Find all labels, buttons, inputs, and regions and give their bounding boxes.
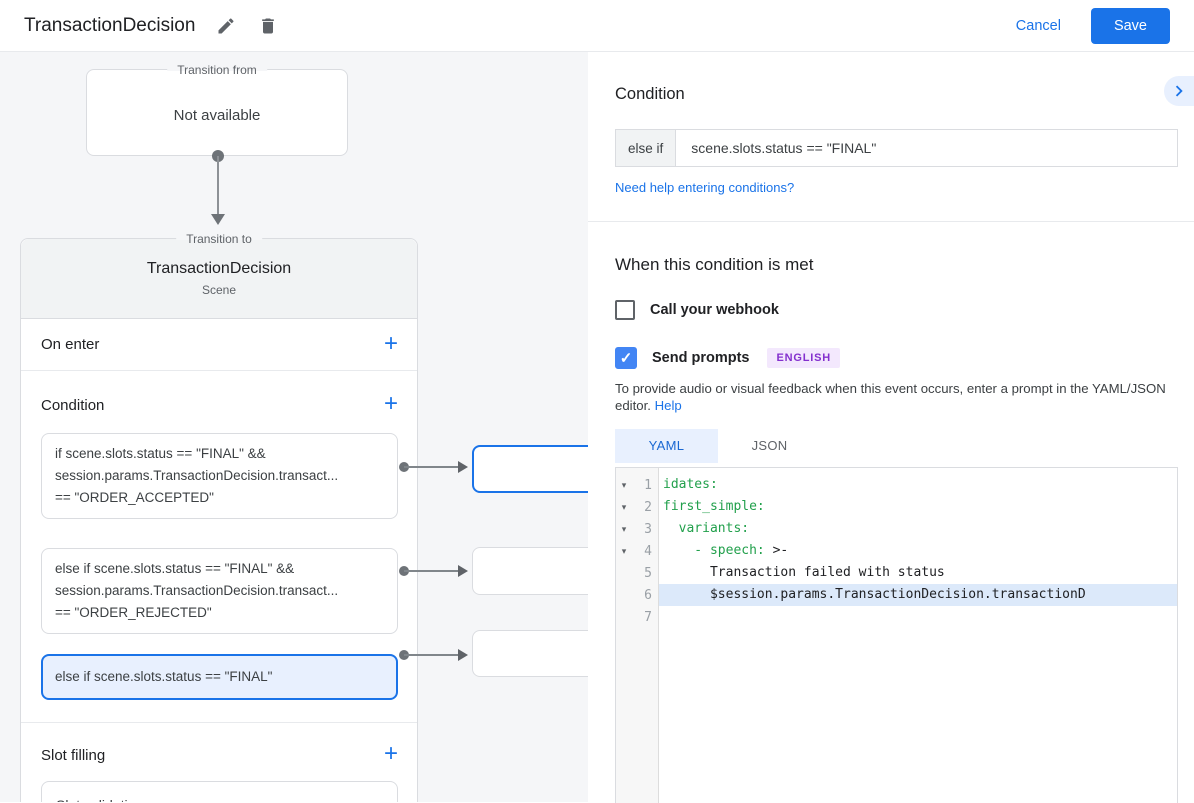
- editor-content[interactable]: idates: first_simple: variants: - speech…: [659, 468, 1177, 803]
- condition-text-line: else if scene.slots.status == "FINAL" &&: [55, 561, 295, 576]
- collapse-panel-button[interactable]: [1164, 76, 1194, 106]
- condition-text-line: session.params.TransactionDecision.trans…: [55, 468, 339, 483]
- line-number: 1: [644, 477, 652, 493]
- cancel-button[interactable]: Cancel: [1015, 17, 1061, 34]
- editor-tabs: YAML JSON: [615, 429, 1194, 463]
- top-bar: TransactionDecision Cancel Save: [0, 0, 1194, 52]
- target-scene-box-2[interactable]: [472, 547, 588, 595]
- delete-scene-button[interactable]: [257, 15, 279, 37]
- code-line-highlighted: $session.params.TransactionDecision.tran…: [659, 584, 1177, 606]
- line-number: 7: [644, 609, 652, 625]
- add-condition-button[interactable]: +: [383, 390, 398, 417]
- line-number: 6: [644, 587, 652, 603]
- target-scene-box-1[interactable]: [472, 445, 588, 493]
- scene-card-header: TransactionDecision Scene: [21, 239, 417, 319]
- checkmark-icon: ✓: [619, 350, 633, 367]
- topbar-actions: Cancel Save: [1015, 7, 1170, 44]
- connector-line: [217, 156, 219, 216]
- call-webhook-label[interactable]: Call your webhook: [650, 302, 779, 318]
- card-divider: [21, 722, 417, 723]
- fold-arrow-icon[interactable]: ▾: [621, 501, 627, 512]
- tab-json[interactable]: JSON: [751, 438, 788, 453]
- page-title: TransactionDecision: [24, 14, 196, 36]
- code-line: first_simple:: [663, 499, 765, 514]
- add-on-enter-button[interactable]: +: [383, 329, 398, 357]
- scene-flow-diagram: Transition from Not available Transition…: [0, 52, 588, 802]
- help-link[interactable]: Help: [654, 398, 682, 413]
- transition-from-label: Transition from: [167, 62, 267, 78]
- send-prompts-label[interactable]: Send prompts: [652, 350, 750, 366]
- condition-expression-input[interactable]: [676, 129, 1178, 167]
- main-area: Transition from Not available Transition…: [0, 52, 1194, 803]
- line-number: 4: [644, 543, 652, 559]
- condition-item-order-rejected[interactable]: else if scene.slots.status == "FINAL" &&…: [41, 548, 398, 634]
- condition-item-order-accepted[interactable]: if scene.slots.status == "FINAL" && sess…: [41, 433, 398, 519]
- condition-text-line: == "ORDER_REJECTED": [55, 605, 212, 620]
- slot-validation-item[interactable]: Slot validation: [41, 781, 398, 802]
- call-webhook-checkbox[interactable]: [615, 300, 635, 320]
- when-condition-met-heading: When this condition is met: [615, 255, 814, 274]
- arrow-down-icon: [211, 214, 225, 225]
- code-line: idates:: [663, 477, 718, 492]
- add-slot-button[interactable]: +: [383, 740, 398, 767]
- condition-detail-panel: Condition else if Need help entering con…: [588, 52, 1194, 803]
- slot-validation-label: Slot validation: [56, 797, 143, 803]
- code-line: Transaction failed with status: [663, 565, 945, 580]
- yaml-code-editor[interactable]: ▾ 1 ▾ 2 ▾ 3 ▾ 4 5 6 7 idates: first_simple: …: [615, 467, 1178, 803]
- send-prompts-checkbox[interactable]: ✓: [615, 347, 637, 369]
- code-line: variants:: [663, 521, 750, 536]
- connector-line: [404, 570, 460, 572]
- send-prompts-row: ✓ Send prompts ENGLISH: [615, 347, 1178, 369]
- prompt-description: To provide audio or visual feedback when…: [615, 380, 1178, 414]
- pencil-icon: [218, 17, 234, 33]
- arrow-right-icon: [458, 565, 468, 577]
- panel-title: Condition: [615, 85, 685, 103]
- edit-title-button[interactable]: [215, 15, 237, 37]
- save-button[interactable]: Save: [1090, 7, 1170, 44]
- condition-item-final-selected[interactable]: else if scene.slots.status == "FINAL": [41, 654, 398, 700]
- tab-yaml[interactable]: YAML: [615, 429, 718, 463]
- editor-gutter: ▾ 1 ▾ 2 ▾ 3 ▾ 4 5 6 7: [616, 468, 659, 803]
- transition-from-box: Transition from Not available: [86, 62, 348, 156]
- language-badge: ENGLISH: [767, 348, 840, 368]
- target-scene-box-3[interactable]: [472, 630, 588, 677]
- on-enter-row: On enter +: [21, 319, 417, 371]
- condition-help-link[interactable]: Need help entering conditions?: [615, 180, 795, 195]
- code-line: - speech: >-: [663, 543, 789, 558]
- line-number: 3: [644, 521, 652, 537]
- arrow-right-icon: [458, 649, 468, 661]
- on-enter-label: On enter: [41, 336, 100, 353]
- slot-filling-label: Slot filling: [41, 746, 106, 764]
- webhook-row: Call your webhook: [615, 300, 1178, 320]
- condition-expression-row: else if: [615, 129, 1178, 167]
- arrow-right-icon: [458, 461, 468, 473]
- condition-text-line: else if scene.slots.status == "FINAL": [55, 669, 273, 684]
- condition-section-label: Condition: [41, 396, 105, 414]
- condition-text-line: == "ORDER_ACCEPTED": [55, 490, 214, 505]
- line-number: 5: [644, 565, 652, 581]
- scene-name: TransactionDecision: [146, 260, 292, 277]
- condition-prefix: else if: [615, 129, 677, 167]
- fold-arrow-icon[interactable]: ▾: [621, 479, 627, 490]
- condition-text-line: if scene.slots.status == "FINAL" &&: [55, 446, 266, 461]
- panel-divider: [588, 221, 1194, 222]
- transition-from-value: Not available: [173, 107, 261, 124]
- connector-line: [404, 654, 460, 656]
- line-number: 2: [644, 499, 652, 515]
- transition-to-label: Transition to: [176, 231, 262, 247]
- prompt-description-text: To provide audio or visual feedback when…: [615, 381, 1166, 413]
- scene-type: Scene: [201, 283, 237, 297]
- chevron-right-icon: [1175, 85, 1183, 97]
- fold-arrow-icon[interactable]: ▾: [621, 545, 627, 556]
- slot-filling-section-head: Slot filling +: [21, 741, 417, 769]
- trash-icon: [262, 18, 275, 33]
- condition-text-line: session.params.TransactionDecision.trans…: [55, 583, 339, 598]
- code-line: [659, 606, 1177, 628]
- fold-arrow-icon[interactable]: ▾: [621, 523, 627, 534]
- connector-line: [404, 466, 460, 468]
- transition-to-card: Transition to TransactionDecision Scene …: [20, 231, 418, 802]
- condition-section-head: Condition +: [21, 391, 417, 419]
